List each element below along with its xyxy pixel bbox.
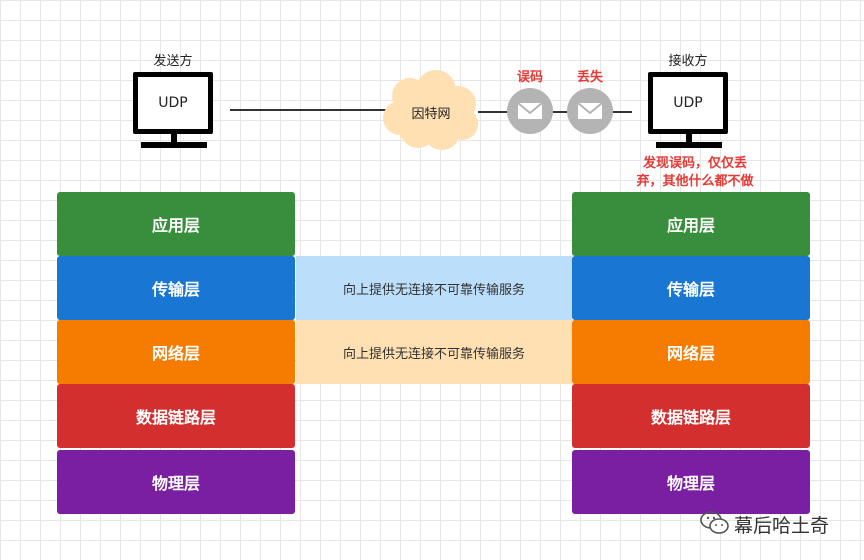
left-application-layer: 应用层 — [57, 192, 295, 256]
left-transport-layer: 传输层 — [57, 256, 295, 320]
sender-monitor-icon: UDP — [133, 72, 215, 148]
sender-screen-label: UDP — [133, 72, 213, 134]
connection-line-right — [478, 111, 632, 113]
receiver-title: 接收方 — [668, 54, 708, 69]
internet-cloud-icon — [383, 70, 478, 150]
transport-service-band: 向上提供无连接不可靠传输服务 — [296, 256, 572, 320]
right-datalink-layer: 数据链路层 — [572, 384, 810, 448]
lost-envelope-icon — [567, 88, 613, 134]
connection-line-left — [230, 109, 390, 111]
sender-title: 发送方 — [153, 54, 193, 69]
receiver-screen-label: UDP — [648, 72, 728, 134]
network-service-band: 向上提供无连接不可靠传输服务 — [296, 320, 572, 384]
internet-label: 因特网 — [411, 107, 451, 122]
wechat-icon — [700, 511, 729, 534]
receiver-note-line1: 发现误码，仅仅丢 — [642, 156, 747, 171]
receiver-note-line2: 弃，其他什么都不做 — [636, 174, 754, 189]
left-physical-layer: 物理层 — [57, 450, 295, 514]
right-network-layer: 网络层 — [572, 320, 810, 384]
right-physical-layer: 物理层 — [572, 450, 810, 514]
watermark-text: 幕后哈土奇 — [734, 515, 830, 537]
receiver-monitor-icon: UDP — [648, 72, 730, 148]
right-application-layer: 应用层 — [572, 192, 810, 256]
error-packet-label: 误码 — [516, 70, 543, 85]
right-transport-layer: 传输层 — [572, 256, 810, 320]
error-envelope-icon — [507, 88, 553, 134]
left-datalink-layer: 数据链路层 — [57, 384, 295, 448]
left-network-layer: 网络层 — [57, 320, 295, 384]
lost-packet-label: 丢失 — [576, 70, 603, 85]
